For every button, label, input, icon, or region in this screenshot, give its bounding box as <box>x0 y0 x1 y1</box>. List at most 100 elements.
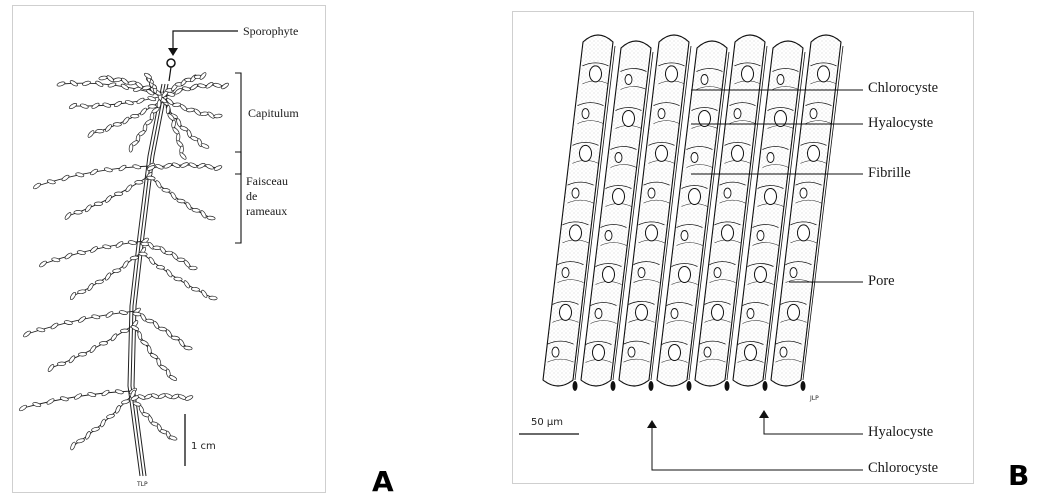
leaf-scale <box>200 210 207 219</box>
leaf-scale <box>114 192 122 196</box>
leaf-scale <box>113 123 121 127</box>
leaf-scale <box>110 333 118 342</box>
leaf-scale <box>90 168 99 176</box>
sporophyte-pointer-arrowhead <box>168 48 178 56</box>
label-faisceau-1: Faisceau <box>246 174 288 188</box>
pore <box>562 268 569 278</box>
leaf-scale <box>39 260 48 268</box>
pore <box>780 347 787 357</box>
artist-mark-b: JLP <box>810 395 819 402</box>
leaf-scale <box>75 172 84 178</box>
leaf-scale <box>115 240 124 248</box>
leaf-scale <box>129 144 134 153</box>
leaf-scale <box>209 296 218 301</box>
leaf-scale <box>122 116 130 125</box>
leaf-scale <box>139 252 148 257</box>
leaf-scale <box>213 165 222 172</box>
leaf-scale <box>47 179 56 185</box>
leaf-scale <box>128 240 137 245</box>
leaf-scale <box>122 260 130 269</box>
pore <box>605 231 612 241</box>
artist-mark-a: TLP <box>137 481 148 488</box>
leaf-scale <box>214 114 223 119</box>
leaf-scale <box>64 320 73 325</box>
leaf-scale <box>104 195 112 204</box>
leaf-scale <box>33 182 42 190</box>
leaf-scale <box>68 102 77 109</box>
sporophyte-pointer-line <box>173 31 238 49</box>
pore <box>689 189 701 205</box>
pore <box>777 75 784 85</box>
pore <box>666 66 678 82</box>
pore <box>613 189 625 205</box>
pore <box>623 111 635 127</box>
pore <box>712 304 724 320</box>
chlorocyste-section <box>725 381 730 391</box>
panel-b-leaf-cells: Chlorocyste Hyalocyste Fibrille Pore Hya… <box>512 11 974 484</box>
leaf-scale <box>23 330 32 338</box>
leaf-scale <box>77 250 86 255</box>
leaf-scale <box>158 327 167 332</box>
leader-chlorocyste-bottom <box>652 426 863 470</box>
leaf-scale <box>178 338 185 347</box>
leaf-scale <box>133 312 142 317</box>
leaf-scale <box>85 431 92 440</box>
leaf-scale <box>74 393 83 401</box>
pore <box>691 153 698 163</box>
pore <box>724 188 731 198</box>
leaf-scale <box>163 162 172 169</box>
leaf-scale <box>104 272 112 281</box>
leaf-scale <box>87 392 96 398</box>
leaf-scale <box>140 339 149 346</box>
pore <box>582 109 589 119</box>
leaf-scale <box>107 82 116 88</box>
leaf-scale <box>47 364 55 373</box>
leaf-scale <box>101 389 110 397</box>
label-capitulum: Capitulum <box>248 106 299 120</box>
label-faisceau-3: rameaux <box>246 204 287 218</box>
leaf-scale <box>32 402 41 408</box>
leaf-scale <box>78 352 87 356</box>
pore <box>747 309 754 319</box>
leaf-scale <box>36 327 45 332</box>
pore <box>732 145 744 161</box>
leaf-scale <box>185 201 192 210</box>
pore <box>755 267 767 283</box>
leaf-scale <box>102 102 111 108</box>
leaf-scale <box>76 438 85 444</box>
leaf-scale <box>132 164 141 170</box>
leaf-scale <box>50 322 59 330</box>
chlorocyste-section <box>763 381 768 391</box>
pore <box>757 231 764 241</box>
leaf-scale <box>84 204 92 213</box>
leaf-scale <box>113 100 122 107</box>
pore <box>681 231 688 241</box>
pore <box>590 66 602 82</box>
leaf-scale <box>130 256 139 261</box>
leaf-scale <box>119 310 128 315</box>
leaf-scale <box>136 97 145 104</box>
leaf-scale <box>105 311 114 319</box>
leaf-scale <box>156 265 165 270</box>
leaf-scale <box>207 216 216 221</box>
leaf-scale <box>131 114 139 118</box>
leaf-scale <box>186 108 195 113</box>
leaf-scale <box>201 289 209 298</box>
label-hyalocyste-bottom: Hyalocyste <box>868 424 933 440</box>
leaf-scale <box>147 96 156 102</box>
leaf-scale <box>171 120 176 129</box>
leaf-scale <box>189 266 198 270</box>
leaf-scale <box>121 399 130 405</box>
chlorocyste-section <box>649 381 654 391</box>
leaf-scale <box>170 191 177 200</box>
leaf-scale <box>99 75 108 80</box>
leaf-scale <box>115 389 124 395</box>
leaf-scale <box>78 316 87 324</box>
scale-label-1cm: 1 cm <box>191 441 216 452</box>
leaf-scale <box>172 162 181 169</box>
leaf-scale <box>190 83 199 91</box>
pore <box>745 345 757 361</box>
leaf-scale <box>64 212 72 221</box>
leaf-scale <box>69 291 77 300</box>
leaf-scale <box>125 184 133 193</box>
